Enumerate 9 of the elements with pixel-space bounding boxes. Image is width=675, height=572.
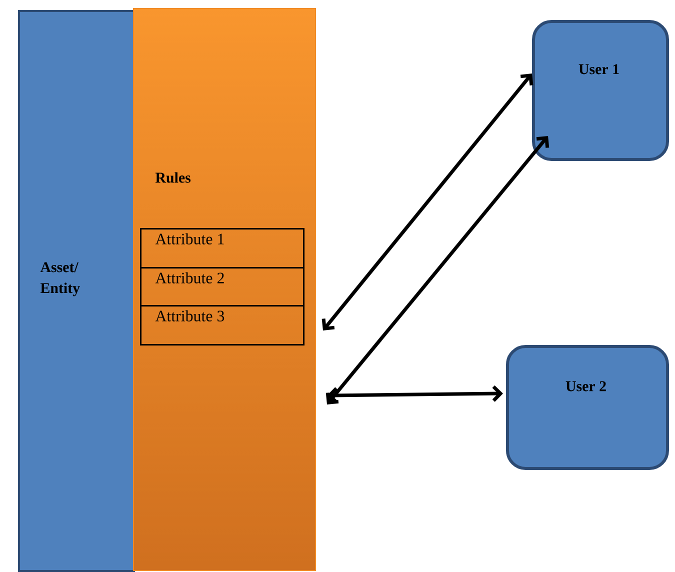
asset-bar: Asset/ Entity xyxy=(18,10,135,572)
arrow xyxy=(322,74,534,330)
attribute-row: Attribute 2 xyxy=(140,267,304,306)
arrow xyxy=(326,136,550,404)
attribute-row: Attribute 3 xyxy=(140,305,304,346)
user-box: User 1 xyxy=(532,20,669,161)
arrow xyxy=(327,385,503,404)
attribute-row: Attribute 1 xyxy=(140,228,304,268)
user-box: User 2 xyxy=(506,345,669,470)
